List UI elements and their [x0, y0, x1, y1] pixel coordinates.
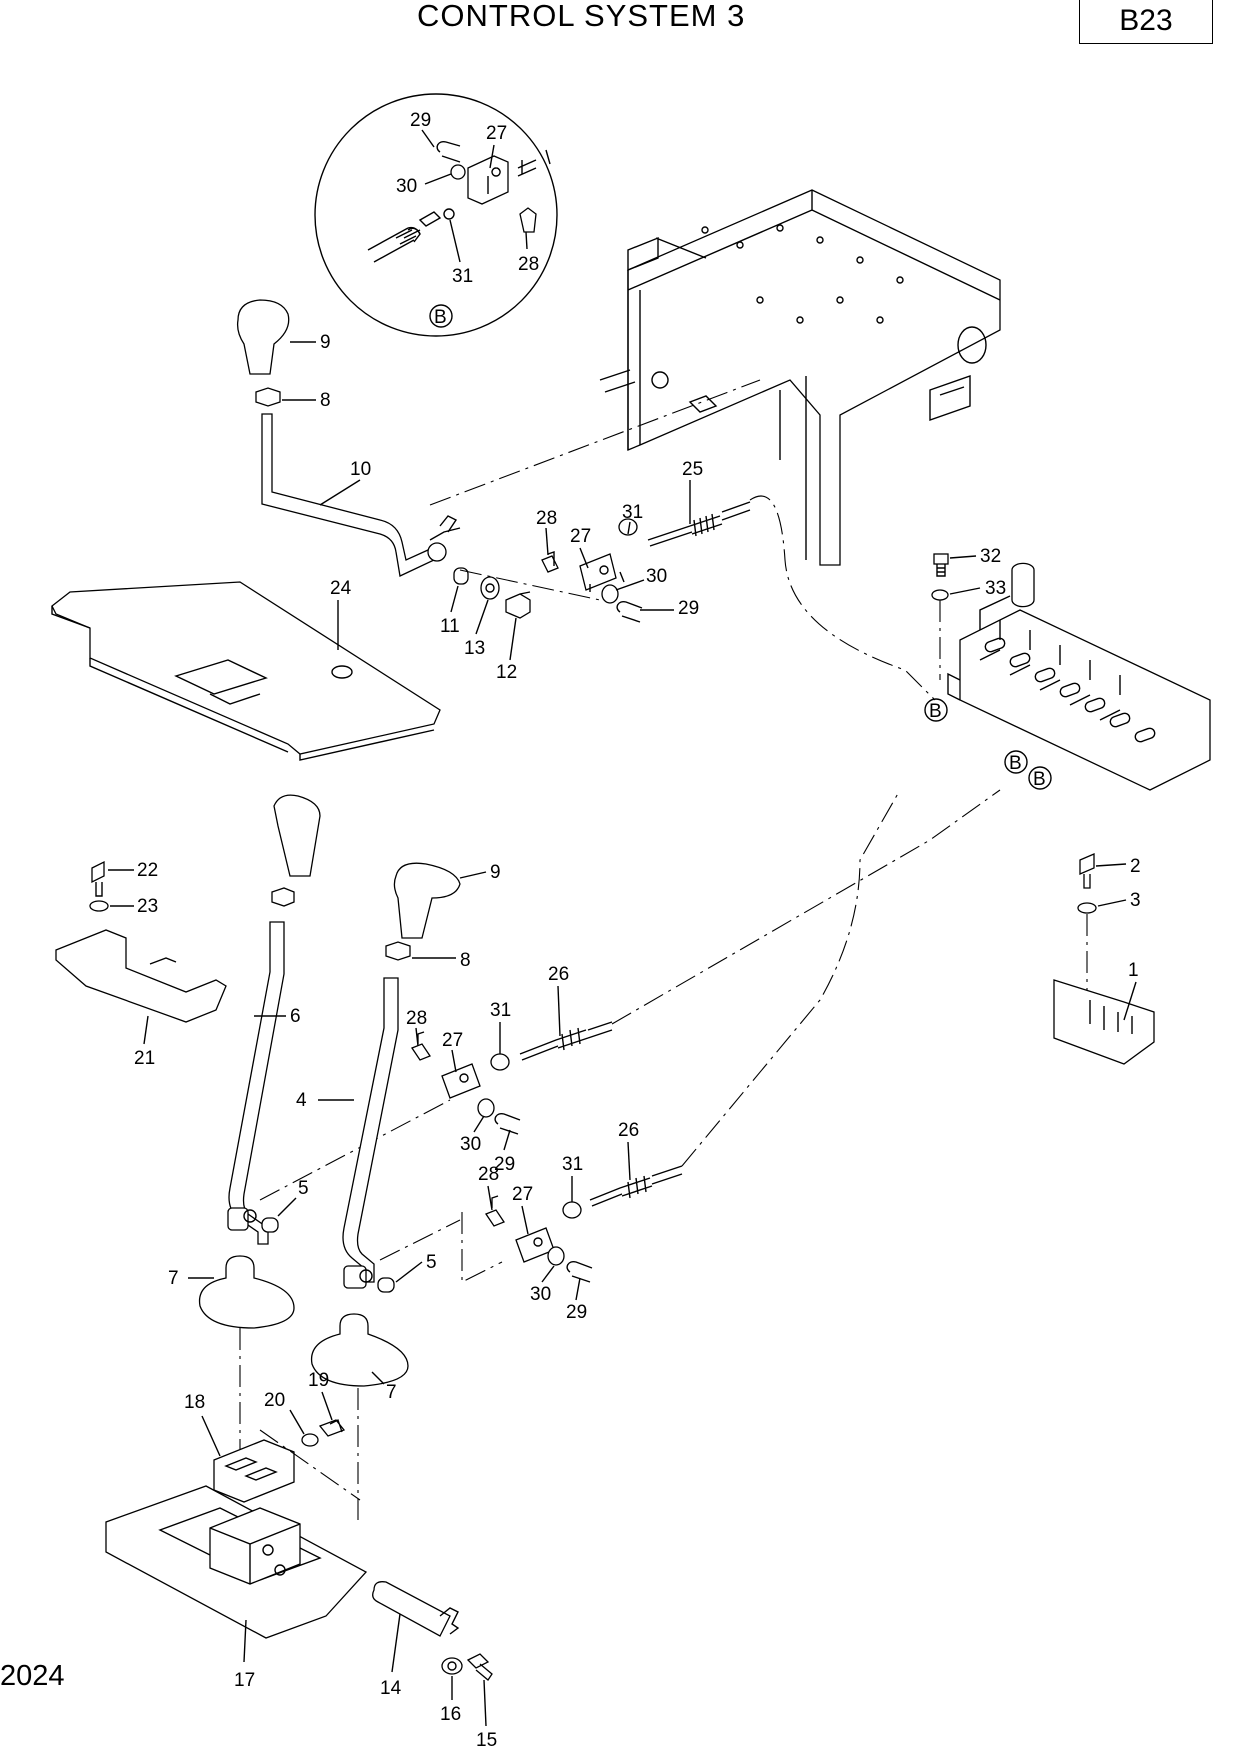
- callout-8b: 8: [460, 950, 471, 971]
- callout-29: 29: [410, 110, 431, 131]
- lever-6: 6 5: [227, 794, 451, 1245]
- base-plate-17: 17: [105, 1485, 368, 1691]
- callout-7a: 7: [168, 1268, 179, 1289]
- callout-29b: 29: [678, 598, 699, 619]
- callout-30b: 30: [646, 566, 667, 587]
- callout-16: 16: [440, 1704, 461, 1725]
- callout-28d: 28: [478, 1164, 499, 1185]
- callout-18: 18: [184, 1392, 205, 1413]
- cover-plate-21: 22 23 21: [55, 860, 227, 1069]
- callout-21: 21: [134, 1048, 155, 1069]
- callout-31: 31: [452, 266, 473, 287]
- callout-22: 22: [137, 860, 158, 881]
- callout-20: 20: [264, 1390, 285, 1411]
- callout-33: 33: [985, 578, 1006, 599]
- callout-6: 6: [290, 1006, 301, 1027]
- lever-4: 9 8 4 5: [296, 862, 501, 1293]
- callout-29c: 29: [494, 1154, 515, 1175]
- boot-7a: 7: [168, 1255, 295, 1490]
- callout-30c: 30: [460, 1134, 481, 1155]
- callout-30d: 30: [530, 1284, 551, 1305]
- cable-group-26a: 28 27 31 26 30 29: [406, 789, 1001, 1175]
- callout-23: 23: [137, 896, 158, 917]
- callout-31c: 31: [490, 1000, 511, 1021]
- callout-10: 10: [350, 459, 371, 480]
- callout-5b: 5: [426, 1252, 437, 1273]
- seat-box-frame: [599, 189, 1001, 566]
- floor-plate-24: 24: [51, 578, 441, 761]
- callout-12: 12: [496, 662, 517, 683]
- control-valve: [947, 562, 1211, 791]
- ref-markers: B B B: [924, 698, 1052, 790]
- callout-7b: 7: [386, 1382, 397, 1403]
- callout-13: 13: [464, 638, 485, 659]
- callout-4: 4: [296, 1090, 307, 1111]
- ref-marker-b3: B: [1033, 769, 1046, 790]
- callout-31b: 31: [622, 502, 643, 523]
- detail-view-b: B 29 27 30 31 28: [314, 93, 558, 337]
- callout-14: 14: [380, 1678, 402, 1699]
- bracket-18: 18 20 19: [184, 1370, 361, 1503]
- callout-9: 9: [320, 332, 331, 353]
- callout-25: 25: [682, 459, 703, 480]
- callout-30: 30: [396, 176, 417, 197]
- upper-lever-assembly: 9 8 10 11 13 12: [236, 299, 761, 683]
- callout-19: 19: [308, 1370, 329, 1391]
- callout-28: 28: [518, 254, 539, 275]
- ref-marker-b2: B: [1009, 753, 1022, 774]
- bolt-32-washer-33: 32 33: [931, 546, 1006, 680]
- callout-27c: 27: [442, 1030, 463, 1051]
- callout-29d: 29: [566, 1302, 587, 1323]
- boot-7b: 7: [310, 1313, 409, 1520]
- callout-26b: 26: [618, 1120, 639, 1141]
- page-code-box: B23: [1079, 0, 1213, 44]
- callout-15: 15: [476, 1730, 497, 1751]
- cable-group-25: 28 27 31 25 30 29: [536, 459, 936, 701]
- callout-32: 32: [980, 546, 1001, 567]
- callout-31d: 31: [562, 1154, 583, 1175]
- callout-27b: 27: [570, 526, 591, 547]
- callout-9b: 9: [490, 862, 501, 883]
- footer-year: 2024: [0, 1660, 65, 1692]
- pin-14: 14 16 15: [372, 1581, 497, 1751]
- callout-17: 17: [234, 1670, 255, 1691]
- callout-27: 27: [486, 123, 507, 144]
- ref-marker-b1: B: [929, 701, 942, 722]
- callout-2: 2: [1130, 856, 1141, 877]
- callout-28b: 28: [536, 508, 557, 529]
- callout-5a: 5: [298, 1178, 309, 1199]
- detail-marker-b: B: [434, 307, 447, 328]
- callout-8: 8: [320, 390, 331, 411]
- callout-1: 1: [1128, 960, 1139, 981]
- callout-3: 3: [1130, 890, 1141, 911]
- bracket-1: 2 3 1: [1053, 853, 1155, 1065]
- callout-24: 24: [330, 578, 352, 599]
- callout-11: 11: [440, 616, 460, 637]
- callout-27d: 27: [512, 1184, 533, 1205]
- callout-26a: 26: [548, 964, 569, 985]
- callout-28c: 28: [406, 1008, 427, 1029]
- cable-group-26b: 28 27 31 26 30 29: [461, 789, 901, 1323]
